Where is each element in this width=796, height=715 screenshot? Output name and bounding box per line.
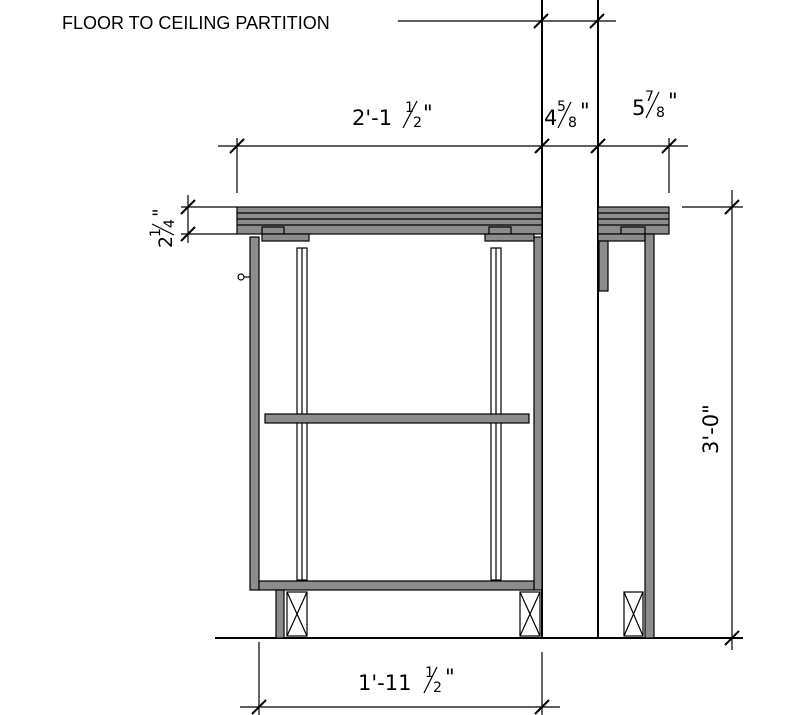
cabinet-side-right [533, 236, 543, 591]
dim-wall-thickness: 4 5 8 " [544, 99, 590, 131]
toe-kick [275, 589, 285, 639]
svg-text:4: 4 [544, 106, 557, 130]
svg-text:": " [149, 208, 171, 217]
cabinet-bottom [258, 580, 535, 591]
dim-height-line [682, 190, 743, 650]
base-cabinet [237, 226, 543, 639]
dim-top-width: 2'-1 1 2 " [352, 100, 433, 131]
svg-text:": " [668, 89, 678, 113]
dim-height: 3'-0" [699, 404, 723, 454]
cabinet-handle [237, 273, 245, 281]
svg-text:1: 1 [425, 665, 434, 681]
dim-counter-thickness-line [180, 195, 237, 243]
svg-text:2: 2 [155, 236, 177, 248]
svg-text:": " [445, 665, 455, 689]
partition-label: FLOOR TO CEILING PARTITION [62, 13, 330, 33]
right-cabinet-side [644, 233, 655, 639]
dim-right-overhang: 5 7 8 " [632, 89, 678, 121]
svg-text:5: 5 [557, 99, 566, 115]
dim-cabinet-width: 1'-11 1 2 " [358, 665, 455, 696]
cabinet-side-left [249, 236, 260, 591]
bracket [598, 240, 609, 292]
svg-text:1: 1 [405, 100, 414, 116]
right-cabinet [597, 226, 655, 639]
svg-text:2: 2 [413, 115, 422, 131]
svg-text:8: 8 [656, 105, 665, 121]
svg-text:5: 5 [632, 96, 645, 120]
svg-text:7: 7 [645, 89, 654, 105]
svg-text:2: 2 [433, 680, 442, 696]
svg-text:4: 4 [162, 219, 178, 228]
svg-text:": " [580, 99, 590, 123]
partition-wall [541, 0, 599, 638]
svg-text:8: 8 [568, 115, 577, 131]
svg-text:1'-11: 1'-11 [358, 671, 411, 695]
svg-text:1: 1 [148, 228, 164, 237]
cabinet-shelf [264, 413, 530, 424]
top-dimension-line [218, 138, 688, 193]
dim-counter-thickness: 2 1 4 " [148, 208, 178, 248]
svg-text:": " [423, 101, 433, 125]
dim-cabinet-width-line [240, 642, 560, 715]
svg-text:2'-1: 2'-1 [352, 106, 392, 130]
